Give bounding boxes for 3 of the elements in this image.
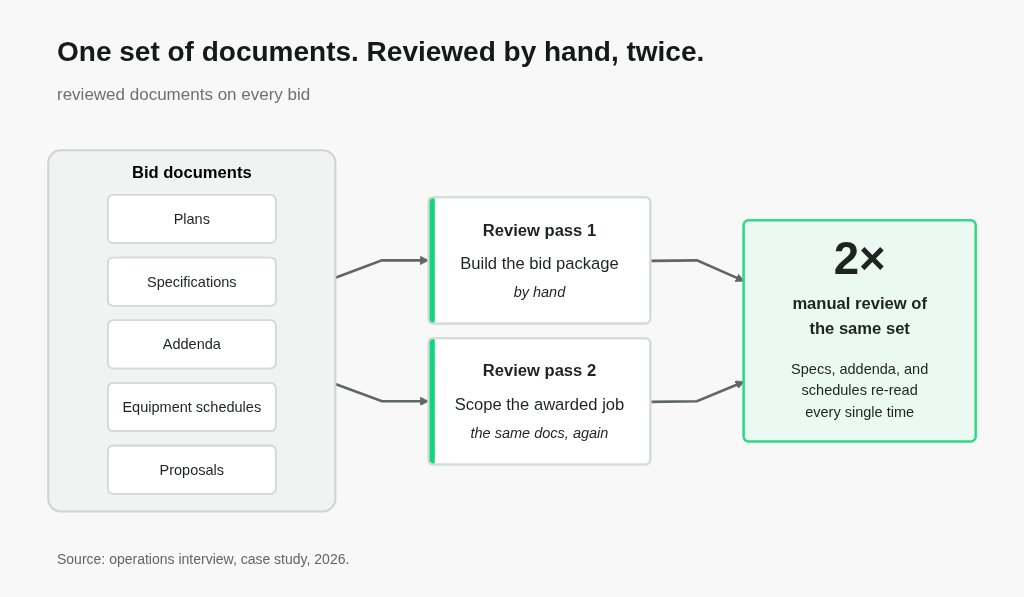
subtitle: reviewed documents on every bid: [57, 85, 311, 105]
source-note: Source: operations interview, case study, 2026.: [57, 551, 350, 567]
title: One set of documents. Reviewed by hand, twice.: [57, 36, 705, 68]
